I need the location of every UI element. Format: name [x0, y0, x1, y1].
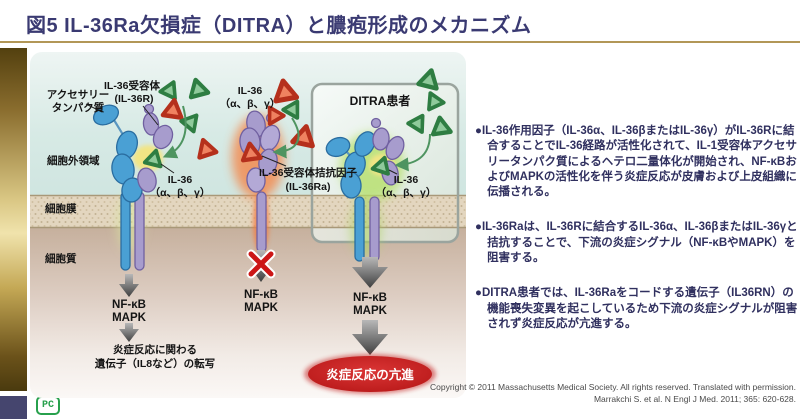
mapk-label-middle: MAPK: [244, 302, 279, 314]
cell-membrane-band: [30, 195, 466, 228]
accessory-protein-blob: [92, 104, 120, 126]
inflammation-result-label: 炎症反応の亢進: [326, 367, 414, 382]
title-divider: [0, 41, 800, 43]
mapk-label-left: MAPK: [112, 312, 147, 324]
copyright-line-1: Copyright © 2011 Massachusetts Medical S…: [430, 382, 796, 392]
accessory-protein-label-1: アクセサリー: [47, 89, 109, 101]
il36ra-label-2: (IL-36Ra): [286, 181, 331, 193]
binding-arrow-right: [394, 133, 431, 172]
citation-line: Marrakchi S. et al. N Engl J Med. 2011; …: [593, 393, 796, 404]
il36-label-middle-2: （α、β、γ）: [220, 97, 281, 110]
left-transmembrane-rods: [120, 191, 145, 271]
il36-label-right-1: IL-36: [394, 174, 419, 186]
signal-arrow-left-2: [119, 323, 139, 342]
inflammation-ellipse: [308, 356, 432, 392]
mapk-label-right: MAPK: [353, 305, 388, 317]
nfkb-label-right: NF-κB: [353, 292, 387, 304]
ditra-patient-label: DITRA患者: [350, 93, 411, 108]
signal-arrow-right-2: [352, 320, 388, 355]
accessory-protein-label-2: タンパク質: [52, 101, 105, 114]
il36-label-middle-1: IL-36: [238, 85, 263, 97]
mechanism-diagram: アクセサリー タンパク質 IL-36受容体 (IL-36R) 細胞外領域 細胞膜…: [30, 52, 466, 398]
binding-arrow-left: [162, 105, 187, 159]
left-navy-square: [0, 396, 27, 419]
bullet-il36-pathway: ●IL-36作用因子（IL-36α、IL-36βまたはIL-36γ）がIL-36…: [475, 125, 798, 199]
binding-arrows: [162, 105, 431, 172]
description-panel: ●IL-36作用因子（IL-36α、IL-36βまたはIL-36γ）がIL-36…: [475, 124, 799, 352]
il36ra-label-1: IL-36受容体拮抗因子: [259, 166, 358, 179]
middle-receptor-complex: [239, 110, 281, 193]
left-receptor-complex: [92, 103, 174, 203]
il36-label-right-2: （α、β、γ）: [376, 186, 437, 199]
il36-receptor-label-2: (IL-36R): [114, 93, 153, 105]
membrane-label: 細胞膜: [45, 202, 77, 215]
blocked-x-icon: [246, 249, 276, 279]
signal-arrow-left-1: [119, 274, 139, 297]
bullet-ditra-mutation: ●DITRA患者では、IL-36Raをコードする遺伝子（IL36RN）の機能喪失…: [475, 287, 798, 330]
il36-receptor-label-1: IL-36受容体: [104, 79, 161, 92]
transcription-label-1: 炎症反応に関わる: [113, 343, 197, 356]
bullet-il36ra-function: ●IL-36Raは、IL-36Rに結合するIL-36α、IL-36βまたはIL-…: [475, 221, 798, 264]
extracellular-label: 細胞外領域: [47, 154, 100, 167]
nfkb-label-left: NF-κB: [112, 299, 146, 311]
il36-label-left-2: （α、β、γ）: [150, 186, 211, 199]
label-pointers: [85, 103, 398, 175]
left-gold-bar: [0, 48, 27, 391]
copyright-notice: Copyright © 2011 Massachusetts Medical S…: [376, 382, 796, 406]
signal-arrow-right-1: [352, 257, 388, 288]
il36-label-left-1: IL-36: [168, 174, 193, 186]
right-receptor-complex: [325, 117, 405, 199]
middle-transmembrane-rod: [256, 191, 267, 253]
binding-arrow-middle: [272, 117, 300, 159]
nfkb-label-middle: NF-κB: [244, 289, 278, 301]
transcription-label-2: 遺伝子（IL8など）の転写: [94, 357, 215, 370]
cytoplasm-label: 細胞質: [45, 252, 77, 265]
page-title: 図5 IL-36Ra欠損症（DITRA）と膿疱形成のメカニズム: [26, 15, 532, 37]
ditra-box-border: [310, 82, 460, 244]
